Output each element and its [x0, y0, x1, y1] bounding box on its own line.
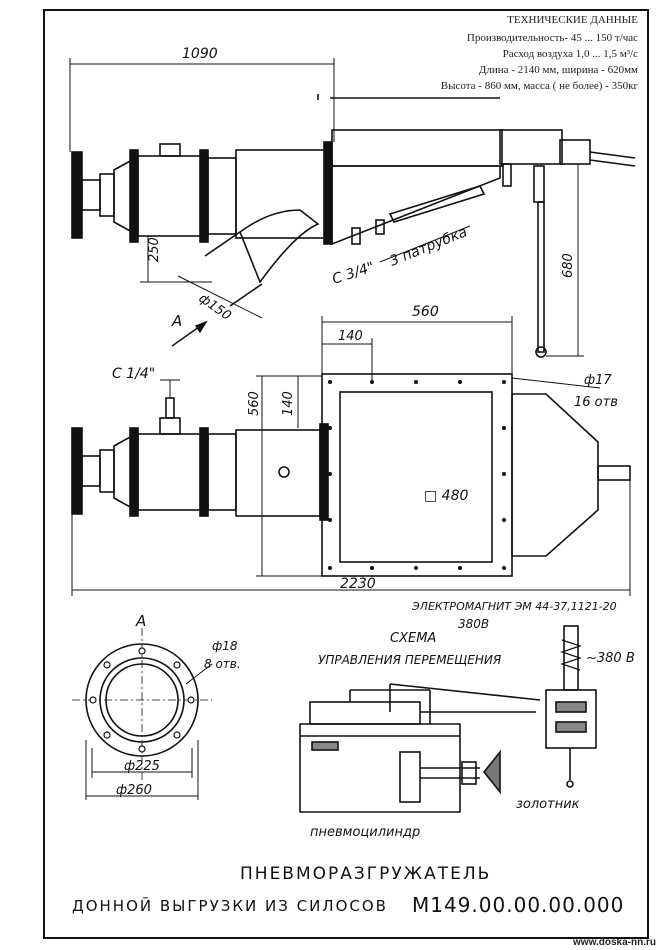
watermark: www.doska-nn.ru	[573, 937, 656, 948]
holes-8: 8 отв.	[204, 657, 241, 671]
voltage-380: 380В	[458, 617, 489, 631]
spec-height-mass: Высота - 860 мм, масса ( не более) - 350…	[440, 80, 638, 92]
drawing-code: М149.00.00.00.000	[412, 893, 625, 917]
plan-dimensions	[71, 316, 631, 596]
dim-560-left: 560	[247, 391, 262, 416]
spool-label: золотник	[516, 797, 580, 812]
dim-1090: 1090	[182, 46, 218, 62]
flange-bolt-holes	[328, 380, 506, 570]
nozzle-leader	[379, 225, 471, 263]
dim-250: 250	[147, 237, 162, 262]
dim-225: ф225	[124, 759, 160, 774]
spool-valve	[545, 625, 597, 788]
electromagnet-label: ЭЛЕКТРОМАГНИТ ЭМ 44-37,1121-20	[411, 600, 617, 613]
side-elevation-dimensions	[69, 58, 584, 357]
specs-header: ТЕХНИЧЕСКИЕ ДАННЫЕ	[507, 14, 638, 26]
dim-18: ф18	[212, 639, 238, 653]
label-c14: С 1/4"	[112, 366, 155, 382]
plan-view	[71, 373, 631, 577]
spec-capacity: Производительность- 45 ... 150 т/час	[466, 32, 638, 44]
scheme-title-2: УПРАВЛЕНИЯ ПЕРЕМЕЩЕНИЯ	[318, 653, 502, 667]
holes-16: 16 отв	[574, 395, 618, 410]
drawing-title: ПНЕВМОРАЗГРУЖАТЕЛЬ	[240, 864, 492, 884]
view-a-bolt-holes	[89, 647, 195, 753]
side-elevation-view	[71, 94, 636, 358]
dim-480: □ 480	[424, 488, 468, 504]
dim-560-top: 560	[412, 304, 439, 320]
dim-140-top: 140	[338, 329, 363, 344]
label-c34: С 3/4"	[330, 259, 376, 288]
pneumo-cylinder	[299, 683, 541, 813]
dim-260: ф260	[116, 783, 152, 798]
spec-air-flow: Расход воздуха 1,0 ... 1,5 м³/с	[502, 48, 638, 60]
voltage-380-2: ~380 В	[586, 651, 635, 666]
view-a-title: A	[135, 612, 146, 630]
view-a-arrow-label: A	[171, 312, 182, 330]
drawing-subtitle: ДОННОЙ ВЫГРУЗКИ ИЗ СИЛОСОВ	[72, 897, 388, 915]
dim-680: 680	[561, 253, 576, 278]
dim-150: ф150	[196, 291, 234, 324]
dim-140-left: 140	[281, 391, 296, 416]
cylinder-label: пневмоцилиндр	[310, 825, 420, 840]
scheme-title-1: СХЕМА	[390, 631, 436, 646]
spec-dimensions: Длина - 2140 мм, ширина - 620мм	[478, 64, 638, 76]
view-a-arrow	[171, 320, 208, 347]
sheet-frame	[43, 9, 649, 939]
dim-2230: 2230	[340, 576, 376, 592]
dim-17: ф17	[584, 373, 612, 388]
